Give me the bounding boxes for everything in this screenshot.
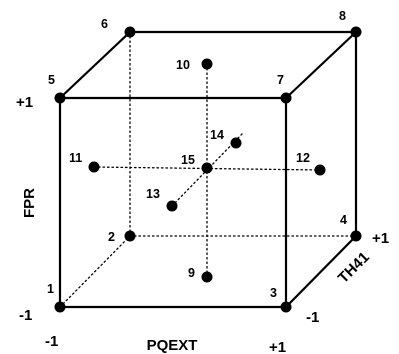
design-point-5 [54,92,66,104]
edge-7-8 [285,31,357,99]
point-label-7: 7 [277,73,284,87]
x-axis-high-label: +1 [269,339,286,354]
point-label-3: 3 [270,286,277,300]
point-label-11: 11 [69,151,82,165]
y-axis-high-label: +1 [16,94,33,111]
point-label-5: 5 [48,73,55,87]
design-point-1 [54,301,66,313]
design-point-4 [350,230,362,242]
design-point-3 [280,301,292,313]
point-label-10: 10 [176,58,190,72]
x-axis-title: PQEXT [147,337,198,354]
x-axis-low-label: -1 [45,333,58,350]
z-axis-low-label: -1 [306,309,319,326]
point-label-15: 15 [181,153,195,167]
edge-3-4 [285,235,357,308]
point-label-8: 8 [339,9,346,23]
design-point-15 [201,162,213,174]
z-axis-high-label: +1 [372,230,389,247]
design-point-6 [124,26,136,38]
design-point-11 [88,161,100,173]
point-label-1: 1 [47,282,54,296]
point-label-2: 2 [108,230,115,244]
point-label-13: 13 [146,187,160,201]
y-axis-title: FPR [21,188,38,218]
point-label-4: 4 [340,213,347,227]
design-point-9 [201,271,213,283]
point-label-12: 12 [296,151,310,165]
design-point-12 [314,164,326,176]
design-point-14 [230,137,242,149]
point-label-9: 9 [188,266,195,280]
point-label-14: 14 [210,128,224,142]
edge-5-6 [59,31,131,99]
design-point-8 [350,26,362,38]
point-label-6: 6 [101,17,108,31]
z-axis-title: TH41 [335,249,373,287]
design-point-2 [124,230,136,242]
y-axis-low-label: -1 [19,307,32,324]
design-point-7 [280,92,292,104]
hidden-edge-1-2 [59,235,131,308]
design-point-10 [201,58,213,70]
design-point-13 [166,200,178,212]
